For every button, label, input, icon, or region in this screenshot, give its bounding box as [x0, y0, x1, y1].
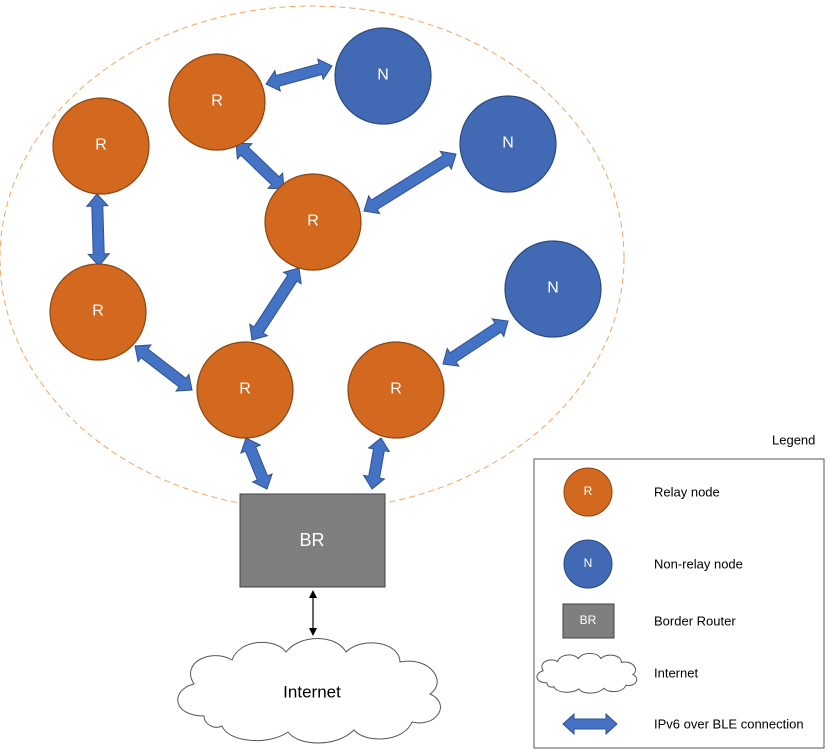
internet-cloud: Internet	[177, 638, 441, 744]
relay-node-label: R	[95, 137, 107, 154]
legend-br-item: BR Border Router	[562, 603, 736, 639]
nonrelay-node: N	[504, 240, 602, 338]
legend-br-label: Border Router	[654, 614, 736, 629]
ble-connection-arrow	[235, 142, 285, 190]
ble-connection-arrow	[134, 344, 193, 392]
nonrelay-node: N	[334, 27, 432, 125]
cloud-icon	[177, 638, 441, 744]
legend-connection-item	[562, 712, 618, 736]
nonrelay-node-label: N	[502, 135, 514, 152]
legend-nonrelay-item: N Non-relay node	[563, 539, 743, 589]
relay-node-label: R	[390, 381, 402, 398]
ble-connection-arrow	[265, 58, 333, 92]
legend-relay-symbol: R	[584, 484, 593, 498]
relay-node: R	[196, 341, 294, 439]
legend-connection-label: IPv6 over BLE connection	[654, 717, 804, 732]
relay-node: R	[168, 53, 266, 151]
relay-node-label: R	[211, 93, 223, 110]
legend-br-symbol: BR	[580, 613, 597, 627]
nonrelay-node-label: N	[377, 67, 389, 84]
ble-connection-arrow	[85, 193, 111, 267]
ble-connection-arrow	[362, 437, 391, 490]
relay-node: R	[52, 97, 150, 195]
ble-connection-arrow	[363, 150, 457, 215]
ble-connection-arrow	[249, 267, 302, 341]
legend-nonrelay-symbol: N	[584, 556, 593, 570]
legend-internet-item	[536, 652, 638, 694]
internet-label: Internet	[283, 683, 341, 702]
relay-node-label: R	[307, 213, 319, 230]
br-internet-link	[309, 590, 317, 636]
legend-internet-label: Internet	[654, 666, 698, 681]
cloud-icon	[536, 652, 638, 694]
ble-connection-arrow	[240, 437, 273, 490]
relay-node-label: R	[239, 381, 251, 398]
legend-title: Legend	[772, 433, 815, 448]
legend-nonrelay-label: Non-relay node	[654, 557, 743, 572]
border-router-label: BR	[299, 530, 324, 550]
connections-layer	[85, 58, 509, 490]
border-router: BR	[239, 493, 386, 588]
ble-connection-arrow	[562, 712, 618, 736]
relay-node: R	[347, 341, 445, 439]
nonrelay-node: N	[459, 95, 557, 193]
legend-relay-item: R Relay node	[563, 467, 720, 517]
nonrelay-node-label: N	[547, 280, 559, 297]
legend-relay-label: Relay node	[654, 485, 720, 500]
relay-node-label: R	[92, 303, 104, 320]
relay-node: R	[49, 263, 147, 361]
relay-node: R	[264, 173, 362, 271]
ble-connection-arrow	[442, 318, 509, 367]
